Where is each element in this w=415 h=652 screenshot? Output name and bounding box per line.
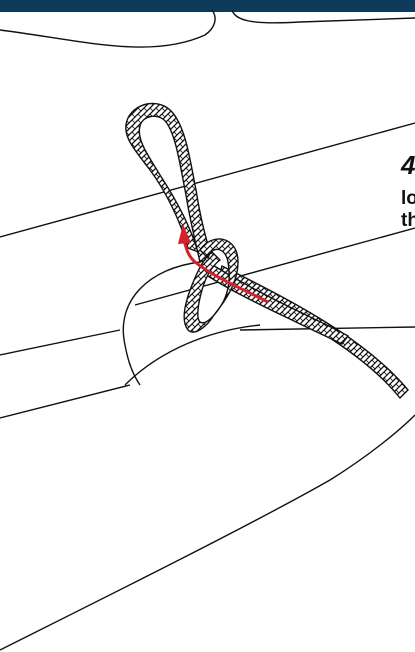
bar-line-3 [0, 329, 121, 356]
foreground-body-outline [0, 414, 415, 651]
step-number-badge: 4 [401, 150, 415, 181]
top-right-outline [231, 9, 415, 24]
rope-hitch-coil [183, 238, 239, 333]
direction-arrow-line [182, 239, 269, 304]
bar-line-2 [134, 227, 415, 306]
rope-inner-pass [201, 261, 350, 345]
bar-line-4 [0, 384, 131, 419]
post-outline [122, 261, 201, 386]
bar-line-1 [0, 122, 415, 238]
foreground-top-outline [124, 324, 261, 386]
step-caption-line-2: th [401, 210, 415, 231]
step-number: 4 [401, 150, 415, 180]
header-bar [0, 0, 415, 12]
step-caption: lo th [401, 188, 415, 232]
top-cushion-outline [0, 9, 216, 48]
direction-arrow-head [178, 224, 191, 244]
step-caption-line-1: lo [401, 188, 415, 209]
